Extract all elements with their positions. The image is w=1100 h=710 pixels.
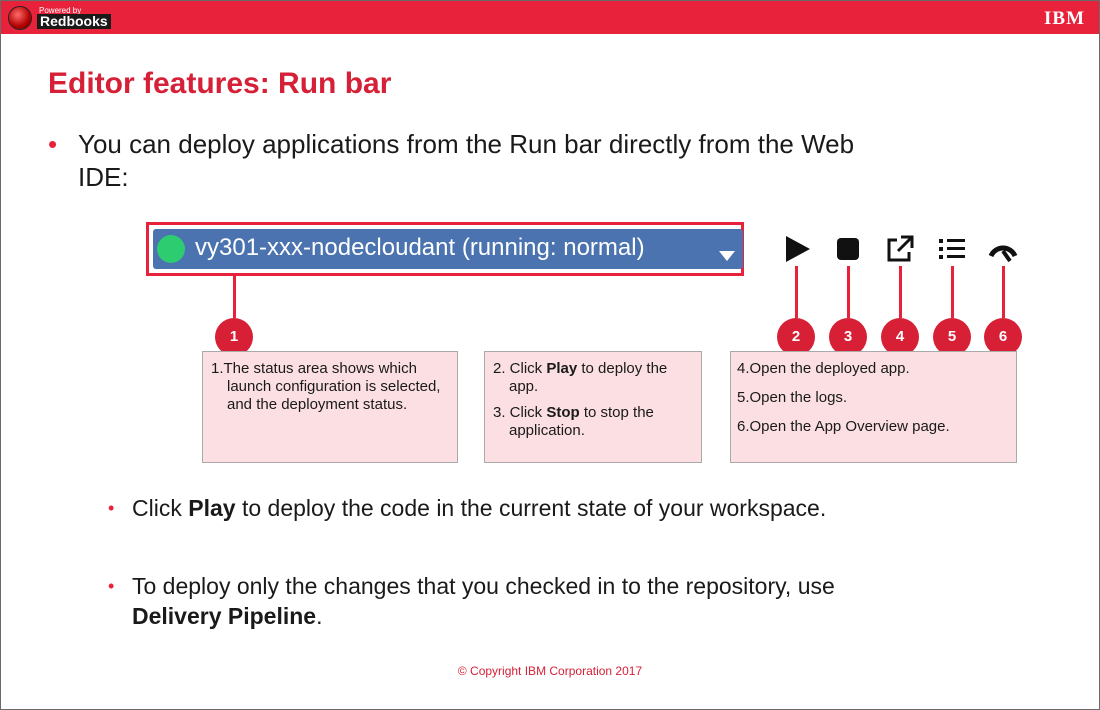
callout-box-play-stop: 2. Click Play to deploy the app. 3. Clic…	[484, 351, 702, 463]
bullet-dot: •	[108, 498, 115, 518]
callout-number-2: 2	[777, 318, 815, 356]
sub1-post: to deploy the code in the current state …	[235, 495, 827, 521]
sub-bullet-pipeline-text: To deploy only the changes that you chec…	[108, 571, 908, 631]
sub-bullet-play: • Click Play to deploy the code in the c…	[108, 493, 908, 523]
callout-2-pre: 2. Click	[493, 360, 547, 377]
main-bullet-text: You can deploy applications from the Run…	[78, 129, 855, 192]
main-bullet: • You can deploy applications from the R…	[48, 128, 890, 194]
run-bar-status[interactable]	[153, 229, 743, 269]
run-bar-text: vy301-xxx-nodecloudant (running: normal)	[195, 234, 645, 261]
logo-brand-text: Redbooks	[37, 14, 111, 29]
sub1-pre: Click	[132, 495, 189, 521]
callout-number-1: 1	[215, 318, 253, 356]
callout-number-6: 6	[984, 318, 1022, 356]
callout-line-5	[951, 266, 954, 318]
redbooks-logo: Powered by Redbooks	[9, 5, 149, 31]
callout-line-6	[1002, 266, 1005, 318]
bullet-dot: •	[108, 576, 115, 596]
callout-6-text: 6.Open the App Overview page.	[737, 418, 950, 435]
status-indicator-icon	[157, 235, 185, 263]
stop-icon[interactable]	[831, 232, 865, 266]
callout-3-pre: 3. Click	[493, 404, 547, 421]
callout-1-prefix: 1.	[211, 360, 224, 377]
sub-bullet-pipeline: • To deploy only the changes that you ch…	[108, 571, 908, 631]
callout-line-2	[795, 266, 798, 318]
callout-number-3: 3	[829, 318, 867, 356]
callout-4-text: 4.Open the deployed app.	[737, 360, 910, 377]
callout-1-body: The status area shows which launch confi…	[223, 360, 441, 413]
sub2-pre: To deploy only the changes that you chec…	[132, 573, 835, 599]
callout-line-3	[847, 266, 850, 318]
callout-box-status: 1.The status area shows which launch con…	[202, 351, 458, 463]
header-bar: Powered by Redbooks IBM	[1, 1, 1099, 34]
callout-box-tools: 4.Open the deployed app. 5.Open the logs…	[730, 351, 1017, 463]
logs-icon[interactable]	[935, 232, 969, 266]
callout-number-5: 5	[933, 318, 971, 356]
chevron-down-icon[interactable]	[719, 251, 735, 261]
callout-2-bold: Play	[546, 360, 578, 377]
logo-powered-text: Powered by	[39, 6, 82, 15]
callout-3-post: to stop the application.	[509, 404, 654, 439]
sub2-post: .	[316, 603, 323, 629]
callout-3-text: 3. Click Stop to stop the application.	[493, 404, 693, 440]
sub2-bold: Delivery Pipeline	[132, 603, 317, 629]
bullet-dot: •	[48, 129, 58, 159]
callout-1-text: 1.The status area shows which launch con…	[211, 360, 449, 414]
app-overview-icon[interactable]	[986, 232, 1020, 266]
open-app-icon[interactable]	[883, 232, 917, 266]
sub1-bold: Play	[188, 495, 236, 521]
play-icon[interactable]	[780, 232, 814, 266]
callout-line-4	[899, 266, 902, 318]
callout-number-4: 4	[881, 318, 919, 356]
globe-icon	[9, 7, 31, 29]
copyright-notice: © Copyright IBM Corporation 2017	[457, 664, 643, 678]
slide-title: Editor features: Run bar	[48, 67, 392, 100]
callout-3-bold: Stop	[546, 404, 580, 421]
callout-5-text: 5.Open the logs.	[737, 389, 848, 406]
ibm-logo: IBM	[1044, 8, 1085, 29]
callout-line-1	[233, 276, 236, 318]
sub-bullet-play-text: Click Play to deploy the code in the cur…	[108, 493, 908, 523]
callout-2-post: to deploy the app.	[509, 360, 668, 395]
callout-2-text: 2. Click Play to deploy the app.	[493, 360, 693, 396]
